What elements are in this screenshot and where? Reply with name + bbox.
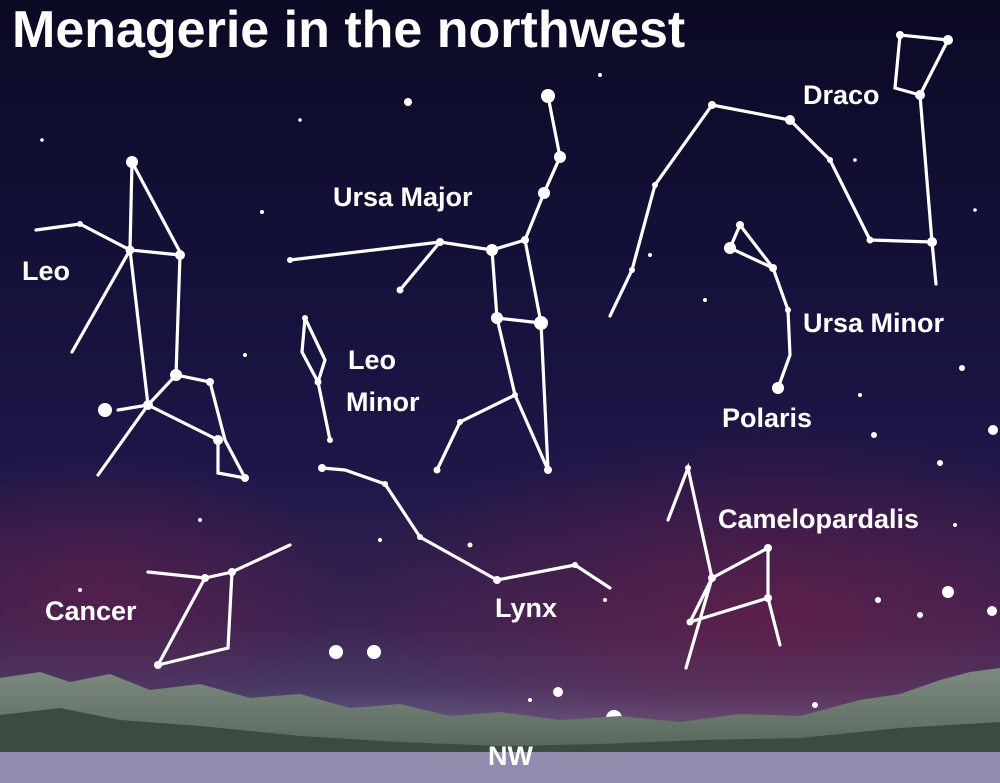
lynx-lines: [320, 466, 612, 590]
label-draco: Draco: [803, 80, 880, 110]
constellation-lines: [34, 33, 951, 670]
label-ursa-major: Ursa Major: [333, 182, 473, 212]
ursa-major-lines: [288, 94, 562, 262]
label-cancer: Cancer: [45, 596, 137, 626]
label-camelopardalis: Camelopardalis: [718, 504, 920, 534]
label-lynx: Lynx: [495, 593, 558, 623]
constellation-stars: [77, 31, 953, 669]
direction-label: NW: [488, 741, 533, 771]
leo-lines: [34, 155, 248, 481]
camelopardalis-lines: [666, 462, 770, 625]
label-leo-minor-line2: Minor: [346, 387, 420, 417]
background-stars: [40, 73, 998, 745]
ursa-minor-lines: [727, 223, 775, 270]
leo-minor-lines: [303, 316, 332, 442]
page-title: Menagerie in the northwest: [12, 1, 686, 59]
water: [0, 752, 1000, 783]
draco-lines: [608, 103, 934, 318]
label-leo-minor-line1: Leo: [348, 345, 397, 375]
cancer-lines: [146, 543, 292, 580]
label-polaris: Polaris: [722, 403, 813, 433]
label-ursa-minor: Ursa Minor: [803, 308, 945, 338]
label-leo: Leo: [22, 256, 71, 286]
